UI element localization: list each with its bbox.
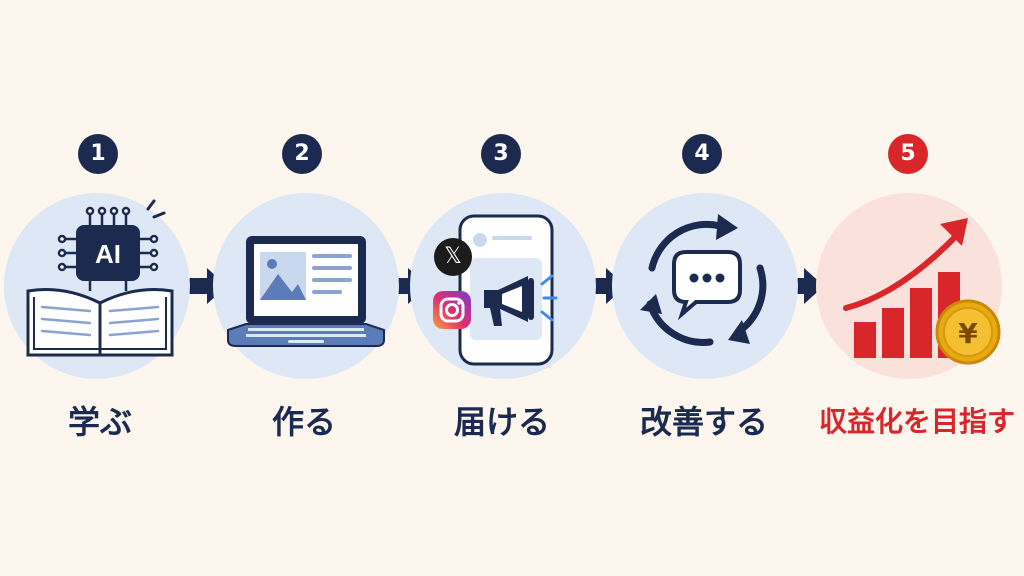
- step-label: 改善する: [639, 403, 768, 441]
- step-label: 届ける: [453, 403, 550, 441]
- step-3: 3 𝕏 届ける: [402, 0, 602, 576]
- step-label: 作る: [271, 403, 336, 441]
- step-number-badge: 3: [481, 134, 521, 174]
- step-number-badge: 4: [682, 134, 722, 174]
- step-4: 4 改善する: [604, 0, 804, 576]
- instagram-logo-icon: [433, 291, 471, 329]
- step-number-badge: 1: [78, 134, 118, 174]
- growth-chart-yen-icon: ¥: [843, 218, 1001, 365]
- step-2: 2 作る: [204, 0, 404, 576]
- cycle-chat-icon: [640, 214, 767, 346]
- step-5: 5 ¥ 収益化を目指す: [810, 0, 1024, 576]
- laptop-icon: [227, 236, 385, 347]
- step-number-badge: 5: [888, 134, 928, 174]
- smartphone-megaphone-icon: [458, 214, 558, 366]
- x-logo-icon: 𝕏: [434, 238, 472, 276]
- yen-coin-symbol: ¥: [958, 317, 978, 350]
- book-ai-icon: AI: [26, 199, 174, 357]
- step-label: 学ぶ: [67, 403, 132, 441]
- arrow-right-icon: [782, 268, 824, 304]
- step-1: 1 AI: [0, 0, 200, 576]
- ai-chip-label: AI: [95, 239, 121, 269]
- step-number-badge: 2: [282, 134, 322, 174]
- step-label: 収益化を目指す: [818, 405, 1015, 438]
